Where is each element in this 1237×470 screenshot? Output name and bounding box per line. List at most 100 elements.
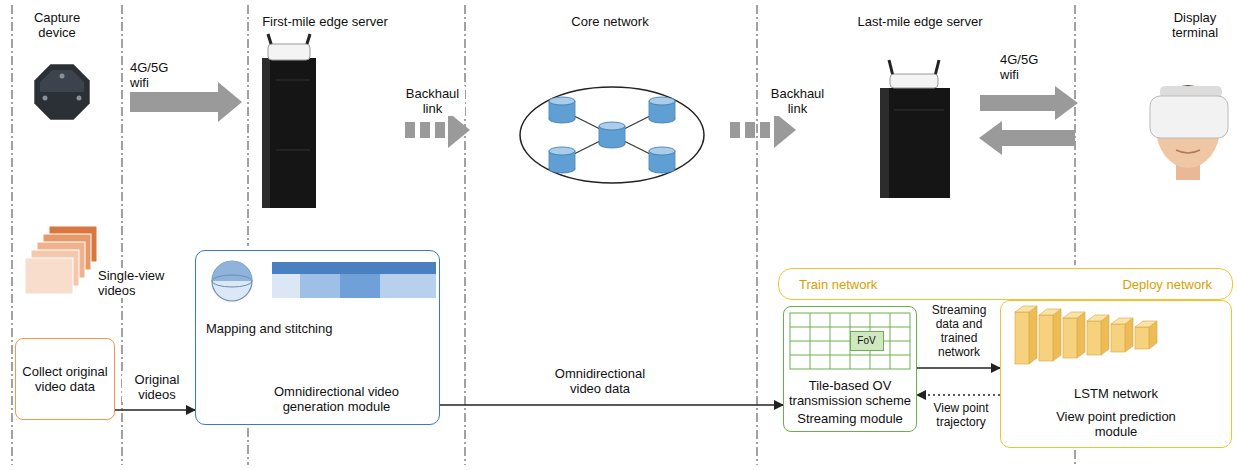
module-text: Streaming module bbox=[797, 411, 903, 426]
backhaul-arrow bbox=[730, 112, 796, 148]
column-label: Single-view videos bbox=[98, 268, 170, 298]
backhaul-arrow bbox=[405, 122, 415, 138]
module-box: LSTM networkView point prediction module bbox=[1000, 300, 1232, 448]
module-text: View point prediction module bbox=[1041, 409, 1191, 439]
column-label: Backhaul link bbox=[400, 86, 465, 116]
flow-arrow bbox=[917, 394, 1000, 395]
vr-user-icon bbox=[1150, 96, 1228, 138]
video-frames bbox=[25, 258, 73, 294]
column-label: First-mile edge server bbox=[250, 14, 400, 29]
lstm-layers bbox=[1063, 318, 1077, 358]
backhaul-arrow bbox=[448, 112, 470, 148]
capture-device-icon bbox=[40, 70, 84, 92]
edge-server-icon bbox=[262, 58, 270, 208]
edge-server-icon bbox=[880, 60, 950, 198]
core-network-icon bbox=[549, 147, 575, 173]
column-label: Last-mile edge server bbox=[845, 14, 995, 29]
core-network-icon bbox=[549, 97, 575, 123]
flow-arrow bbox=[115, 409, 195, 410]
sphere-icon bbox=[212, 261, 252, 301]
backhaul-arrow bbox=[405, 112, 470, 148]
backhaul-arrow bbox=[774, 112, 796, 148]
core-network-icon bbox=[562, 110, 662, 160]
core-network-icon bbox=[599, 122, 625, 148]
column-divider bbox=[12, 5, 13, 465]
lstm-layers bbox=[1087, 321, 1101, 355]
lstm-layers bbox=[1135, 321, 1157, 327]
module-text: Omnidirectional video generation module bbox=[244, 384, 429, 414]
column-divider bbox=[248, 428, 249, 465]
core-network-icon bbox=[520, 87, 704, 183]
sphere-icon bbox=[212, 261, 252, 281]
edge-server-icon bbox=[894, 110, 944, 111]
lstm-layers bbox=[1039, 315, 1053, 361]
lstm-layers bbox=[1111, 318, 1133, 324]
tile-grid bbox=[790, 327, 910, 328]
module-text: Tile-based OV transmission scheme bbox=[787, 378, 913, 408]
backhaul-arrow bbox=[435, 122, 445, 138]
vr-user-icon bbox=[1176, 150, 1200, 153]
edge-server-icon bbox=[890, 74, 938, 88]
column-label: Capture device bbox=[22, 10, 92, 40]
module-text: Mapping and stitching bbox=[206, 321, 332, 336]
lstm-layers bbox=[1039, 309, 1061, 315]
lstm-layers bbox=[1111, 324, 1125, 352]
lstm-layers bbox=[1101, 315, 1109, 355]
panorama-icon bbox=[272, 262, 436, 274]
backhaul-arrow bbox=[760, 122, 770, 138]
capture-device-icon bbox=[43, 96, 48, 101]
panorama-icon bbox=[340, 274, 380, 298]
backhaul-arrow bbox=[420, 122, 430, 138]
capture-device-icon bbox=[60, 74, 65, 79]
vr-user-icon bbox=[1150, 85, 1228, 180]
edge-server-icon bbox=[262, 58, 316, 208]
column-label: Backhaul link bbox=[765, 86, 830, 116]
lstm-layers bbox=[1029, 306, 1037, 364]
wireless-arrow bbox=[979, 121, 1075, 155]
core-network-icon bbox=[649, 147, 675, 173]
capture-device-icon bbox=[77, 96, 82, 101]
edge-server-icon bbox=[880, 88, 950, 198]
wireless-arrow bbox=[980, 86, 1078, 120]
lstm-layers bbox=[1015, 306, 1037, 312]
column-divider bbox=[465, 5, 466, 465]
lstm-layers bbox=[1063, 312, 1085, 318]
edge-server-icon bbox=[268, 44, 310, 60]
column-divider bbox=[12, 5, 1075, 465]
module-text: Train network bbox=[799, 277, 877, 292]
lstm-layers bbox=[1053, 309, 1061, 361]
video-frames bbox=[25, 226, 97, 294]
flow-arrow bbox=[917, 367, 1000, 368]
module-text: FoV bbox=[857, 335, 875, 347]
column-divider bbox=[757, 5, 758, 465]
column-label: Display terminal bbox=[1160, 10, 1230, 40]
tile-grid bbox=[790, 313, 910, 369]
panorama-icon bbox=[272, 262, 436, 298]
module-text: Collect original video data bbox=[22, 364, 108, 394]
panorama-icon bbox=[300, 274, 340, 298]
lstm-layers bbox=[1087, 315, 1109, 321]
column-divider bbox=[1075, 450, 1076, 465]
edge-label: Original videos bbox=[122, 372, 192, 402]
lstm-layers bbox=[1077, 312, 1085, 358]
core-network-icon bbox=[649, 97, 675, 123]
backhaul-arrow bbox=[730, 122, 740, 138]
tile-grid bbox=[790, 313, 910, 369]
capture-device-icon bbox=[34, 64, 89, 119]
lstm-layers bbox=[1015, 312, 1029, 364]
sphere-icon bbox=[212, 261, 252, 301]
core-network-icon bbox=[520, 87, 704, 183]
edge-label: Streaming data and trained network bbox=[920, 303, 998, 359]
module-box: Mapping and stitchingOmnidirectional vid… bbox=[195, 250, 440, 425]
column-label: 4G/5G wifi bbox=[130, 60, 180, 90]
edge-server-icon bbox=[276, 150, 310, 151]
edge-server-icon bbox=[262, 34, 316, 208]
backhaul-arrow bbox=[745, 122, 755, 138]
edge-server-icon bbox=[880, 88, 889, 198]
panorama-icon bbox=[272, 274, 436, 298]
module-box: Tile-based OV transmission schemeStreami… bbox=[783, 306, 917, 432]
module-box: Train networkDeploy network bbox=[778, 268, 1233, 300]
module-box: FoV bbox=[850, 331, 884, 351]
edge-label: Omnidirectional video data bbox=[540, 366, 660, 396]
